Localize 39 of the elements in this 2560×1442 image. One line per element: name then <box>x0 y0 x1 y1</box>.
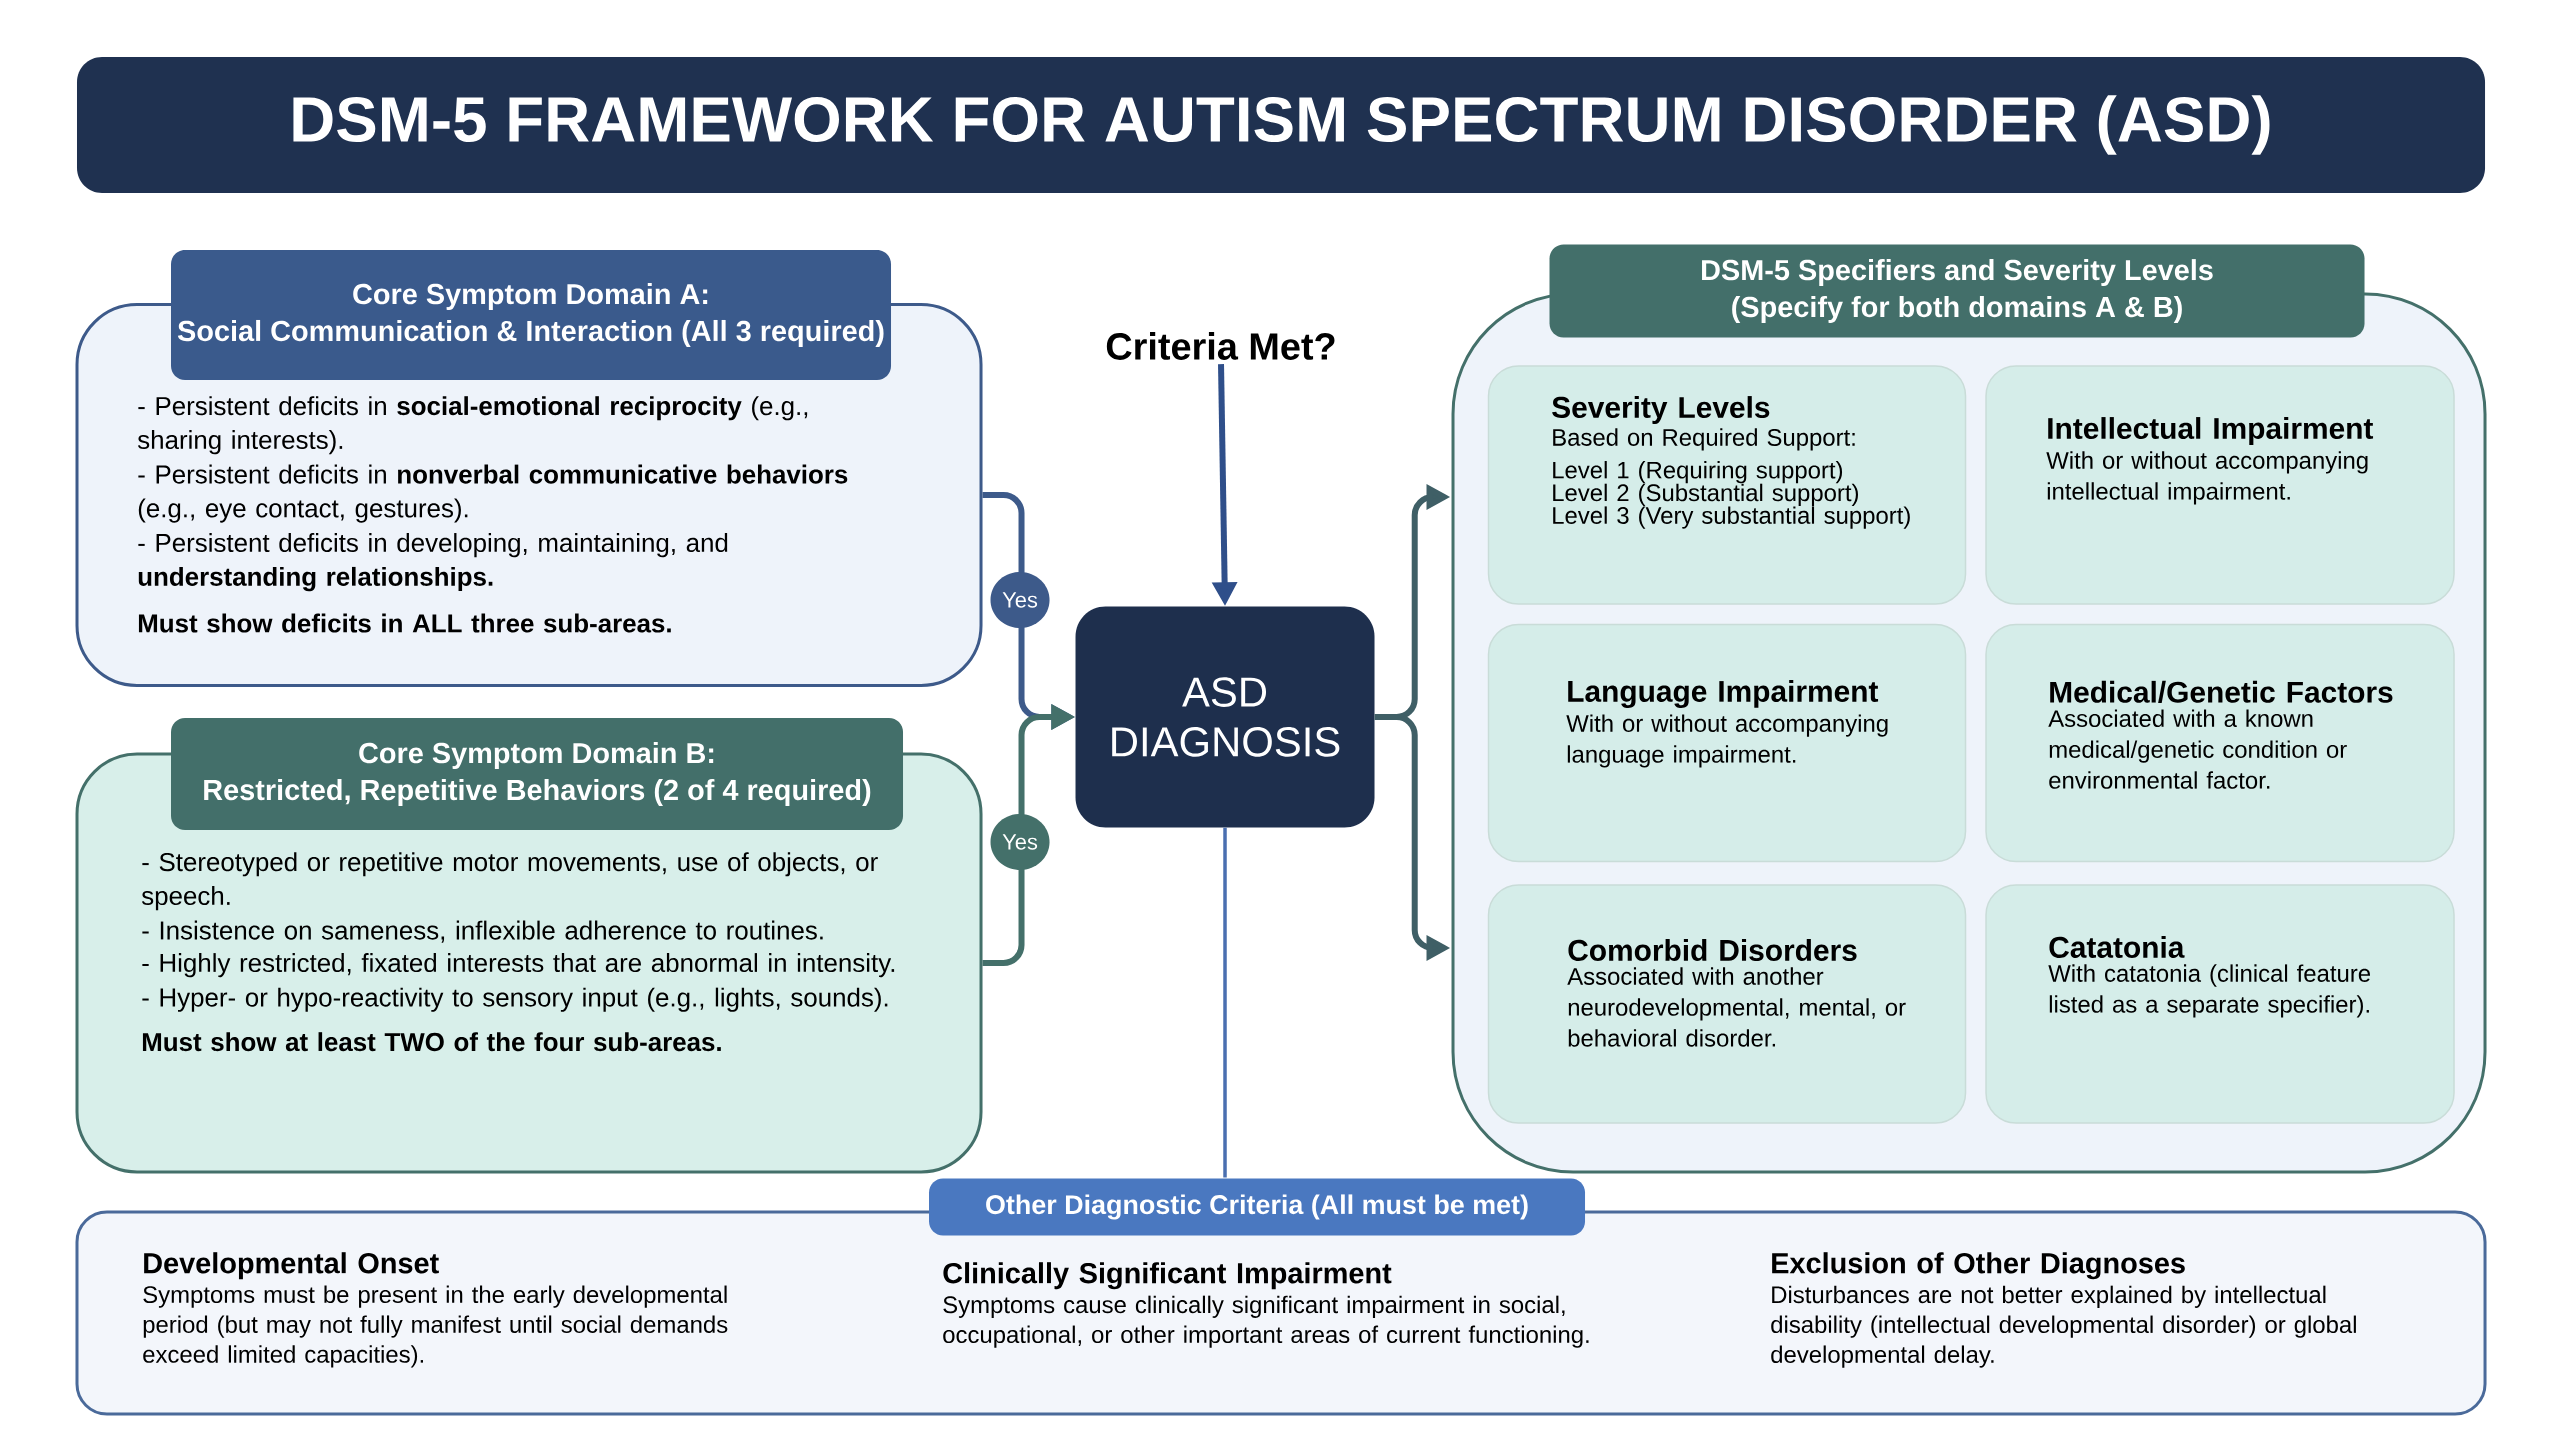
card-text: Level 2 (Substantial support) <box>1553 483 1858 506</box>
header-tab: DSM-5 Specifiers and Severity Levels (Specify for both domains A & B) <box>1549 244 2365 338</box>
card-text: Associated with another neurodevelopmental, mental, or behavioral disorder. <box>1567 967 1906 1047</box>
header-tab: Other Diagnostic Criteria (All must be met) <box>929 1178 1585 1236</box>
bullet-text: - Persistent deficits in social-emotional reciprocity (e.g., sharing interests). <box>137 396 808 455</box>
question-text: Criteria Met? <box>1106 332 1335 360</box>
requirement-note: Must show deficits in ALL three sub-areas. <box>138 613 671 633</box>
bullet-text: - Persistent deficits in nonverbal communicative behaviors (e.g., eye contact, gestures). <box>138 464 848 523</box>
card-text: Associated with a known medical/genetic condition or environmental factor. <box>2048 709 2347 789</box>
card-text: Level 1 (Requiring support) <box>1553 461 1843 484</box>
card-heading: Comorbid Disorders <box>1568 939 1857 961</box>
bullet-text: - Hyper- or hypo-reactivity to sensory input (e.g., lights, sounds). <box>142 987 888 1012</box>
card-heading: Severity Levels <box>1552 396 1770 424</box>
criterion-heading: Developmental Onset <box>144 1252 439 1280</box>
criterion-text: Symptoms must be present in the early developmental period (but may not fully manifest until social demands exceed limited capacities). <box>143 1285 728 1368</box>
card-heading: Intellectual Impairment <box>2048 417 2374 445</box>
card-text: Based on Required Support: <box>1553 428 1855 451</box>
bullet-text: - Stereotyped or repetitive motor movements, use of objects, or speech. <box>141 852 878 911</box>
header-tab: Core Symptom Domain B: Restricted, Repetitive Behaviors (2 of 4 required) <box>171 718 903 830</box>
diagnosis-box: ASD DIAGNOSIS <box>1075 606 1375 828</box>
card-text: Level 3 (Very substantial support) <box>1553 506 1910 529</box>
title-banner: DSM-5 FRAMEWORK FOR AUTISM SPECTRUM DISORDER (ASD) <box>77 57 2486 193</box>
card-text: With catatonia (clinical feature listed as a separate specifier). <box>2048 964 2370 1018</box>
requirement-note: Must show at least TWO of the four sub-areas. <box>142 1032 721 1052</box>
card-heading: Medical/Genetic Factors <box>2050 680 2393 704</box>
card-heading: Language Impairment <box>1568 680 1879 708</box>
header-tab: Core Symptom Domain A: Social Communication & Interaction (All 3 required) <box>171 250 891 380</box>
card-heading: Catatonia <box>2049 936 2185 958</box>
criterion-heading: Exclusion of Other Diagnoses <box>1772 1252 2185 1280</box>
bullet-text: - Insistence on sameness, inflexible adherence to routines. <box>142 920 823 943</box>
criterion-text: Symptoms cause clinically significant impairment in social, occupational, or other important areas of current functioning. <box>943 1295 1589 1348</box>
card-text: With or without accompanying intellectual impairment. <box>2046 451 2368 505</box>
bullet-text: - Persistent deficits in developing, maintaining, and understanding relationships. <box>138 533 728 592</box>
criterion-text: Disturbances are not better explained by intellectual disability (intellectual developmental disorder) or global developmental delay. <box>1771 1285 2356 1368</box>
criterion-heading: Clinically Significant Impairment <box>943 1262 1392 1290</box>
yes-badge: Yes <box>990 572 1050 628</box>
bullet-text: - Highly restricted, fixated interests that are abnormal in intensity. <box>142 953 895 978</box>
yes-badge: Yes <box>990 814 1050 870</box>
card-text: With or without accompanying language impairment. <box>1566 714 1888 768</box>
